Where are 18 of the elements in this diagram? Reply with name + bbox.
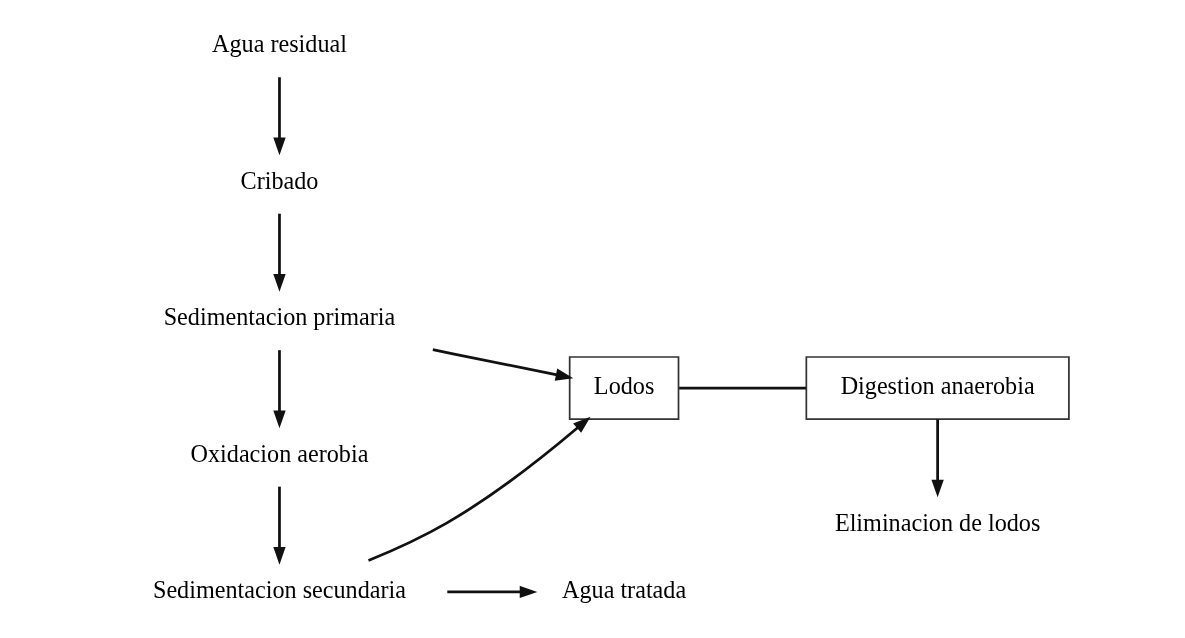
arrow bbox=[930, 419, 944, 498]
arrow bbox=[272, 486, 286, 565]
arrow bbox=[272, 350, 286, 429]
arrow bbox=[367, 416, 591, 562]
arrow bbox=[272, 77, 286, 156]
node-box: Lodos bbox=[568, 356, 679, 421]
arrow bbox=[272, 213, 286, 292]
node-text: Eliminacion de lodos bbox=[834, 508, 1040, 536]
node-text: Oxidacion aerobia bbox=[190, 439, 368, 467]
arrow bbox=[446, 585, 537, 599]
arrow bbox=[432, 348, 573, 381]
node-text: Sedimentacion primaria bbox=[163, 303, 395, 331]
node-text: Sedimentacion secundaria bbox=[152, 576, 406, 604]
node-text: Cribado bbox=[240, 166, 318, 194]
node-box: Digestion anaerobia bbox=[804, 356, 1070, 421]
connector bbox=[678, 386, 806, 390]
node-text: Agua tratada bbox=[561, 576, 686, 604]
node-text: Agua residual bbox=[211, 30, 347, 58]
